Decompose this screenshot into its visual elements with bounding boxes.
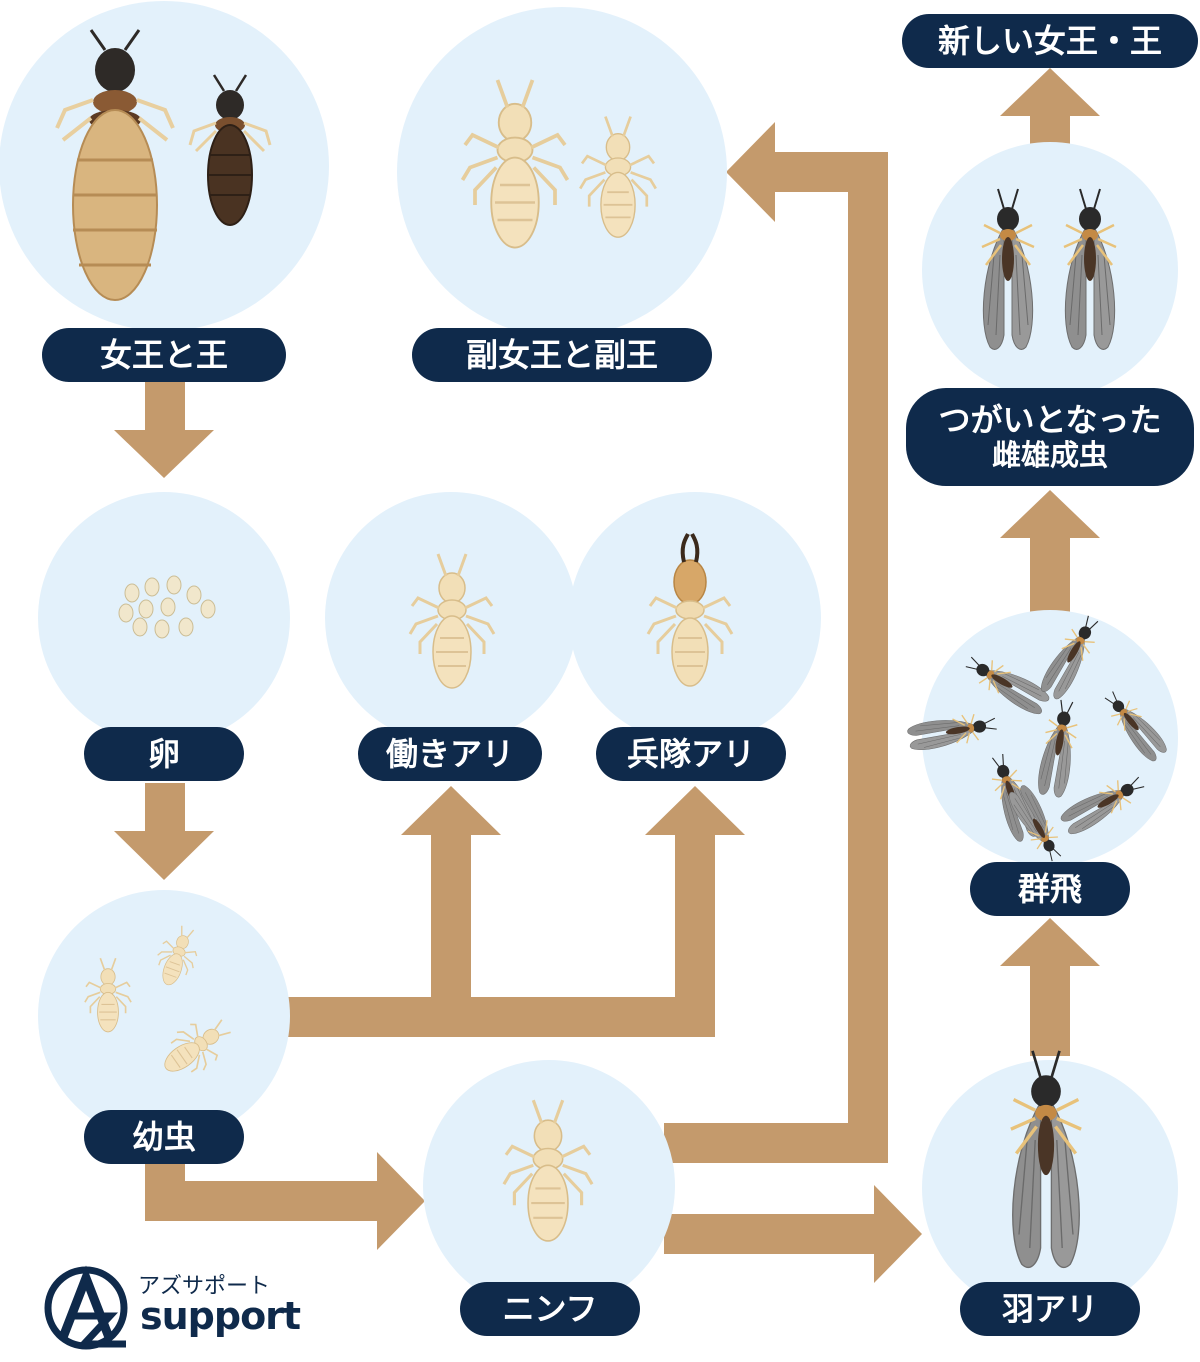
arrow-nymph-up-stem [848,152,888,1163]
arrow-to-soldier-stem [675,835,715,999]
circle-egg [38,492,290,744]
arrow-top-left [775,152,888,192]
arrow-egg-to-larva [145,783,185,831]
logo-word: support [140,1294,301,1338]
queen-termite-icon [55,29,175,301]
label-soldier: 兵隊アリ [596,727,786,781]
soldier-termite-icon [646,533,734,687]
king-termite-icon [188,74,272,226]
arrow-queen-to-egg [145,382,185,430]
arrowhead-to-soldier [645,786,745,835]
arrow-alate-to-swarm [1030,964,1070,1056]
label-paired-adults-line1: つがいとなった [938,400,1162,439]
label-paired-adults: つがいとなった 雌雄成虫 [906,388,1194,486]
circle-paired-adults [922,142,1178,398]
arrowhead-queen-to-egg [114,430,214,478]
logo-kana: アズサポート [138,1274,271,1299]
arrowhead-to-new-queen [1000,68,1100,116]
arrowhead-to-worker [401,786,501,835]
circle-alate [922,1060,1178,1316]
label-sub-queen-king: 副女王と副王 [412,328,712,382]
arrowhead-to-swarm [1000,918,1100,966]
label-larva: 幼虫 [84,1110,244,1164]
arrowhead-egg-to-larva [114,831,214,880]
label-alate: 羽アリ [960,1282,1140,1336]
label-swarm: 群飛 [970,862,1130,916]
label-nymph: ニンフ [460,1282,640,1336]
label-new-queen-king: 新しい女王・王 [902,14,1198,68]
arrow-larva-branch-horizontal [288,997,715,1037]
label-paired-adults-line2: 雌雄成虫 [991,437,1108,472]
arrow-to-worker-stem [431,835,471,999]
circle-larva [38,890,290,1142]
arrow-swarm-to-pair [1030,532,1070,616]
arrowhead-to-nymph [377,1152,425,1250]
arrow-nymph-to-alate [664,1214,874,1254]
circle-queen-king [0,1,329,331]
arrowhead-to-sub-queen [726,122,775,222]
az-logo-icon [44,1265,128,1350]
label-egg: 卵 [84,727,244,781]
arrows [114,68,1100,1283]
label-queen-king: 女王と王 [42,328,286,382]
arrowhead-to-pair [1000,490,1100,538]
label-worker: 働きアリ [358,727,542,781]
logo: アズサポート support [40,1262,301,1352]
arrowhead-to-alate [874,1185,922,1283]
arrow-larva-to-nymph [145,1181,377,1221]
